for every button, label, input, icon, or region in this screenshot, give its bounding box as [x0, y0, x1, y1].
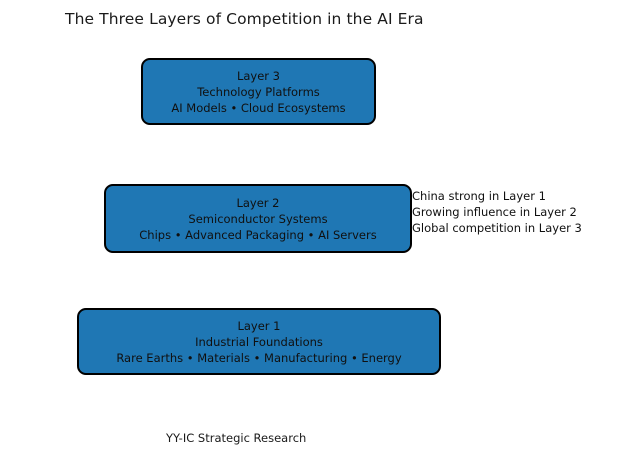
- layer-1-detail: Rare Earths • Materials • Manufacturing …: [116, 350, 402, 365]
- layer-2-box: Layer 2 Semiconductor Systems Chips • Ad…: [104, 184, 412, 253]
- competition-annotation: China strong in Layer 1 Growing influenc…: [412, 188, 582, 236]
- layer-2-detail: Chips • Advanced Packaging • AI Servers: [139, 227, 377, 242]
- source-caption: YY-IC Strategic Research: [166, 431, 307, 445]
- layer-1-subtitle: Industrial Foundations: [195, 334, 323, 349]
- page-title: The Three Layers of Competition in the A…: [65, 10, 424, 28]
- annotation-line-2: Growing influence in Layer 2: [412, 205, 577, 219]
- layer-1-box: Layer 1 Industrial Foundations Rare Eart…: [77, 308, 441, 375]
- layer-2-name: Layer 2: [236, 195, 280, 210]
- layer-3-detail: AI Models • Cloud Ecosystems: [171, 100, 346, 115]
- annotation-line-3: Global competition in Layer 3: [412, 221, 582, 235]
- annotation-line-1: China strong in Layer 1: [412, 189, 546, 203]
- layer-3-box: Layer 3 Technology Platforms AI Models •…: [141, 58, 376, 125]
- layer-3-name: Layer 3: [236, 68, 281, 83]
- layer-2-subtitle: Semiconductor Systems: [188, 211, 328, 226]
- layer-1-name: Layer 1: [237, 318, 281, 333]
- layer-3-subtitle: Technology Platforms: [197, 84, 320, 99]
